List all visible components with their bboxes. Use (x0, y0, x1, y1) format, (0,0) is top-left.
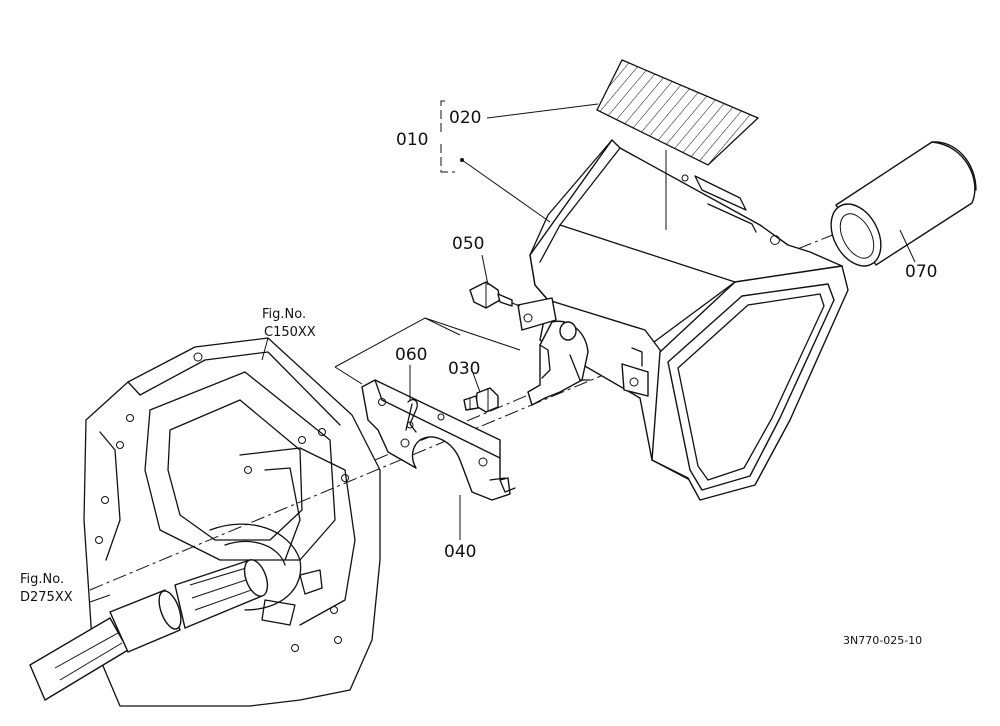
part-labels: 010 020 050 060 030 040 070 (395, 108, 937, 562)
label-050: 050 (452, 234, 484, 254)
bracket-040 (361, 379, 516, 501)
figref-c150-code: C150XX (264, 325, 316, 340)
subassembly-outline (334, 317, 521, 385)
figure-references: Fig.No. C150XX Fig.No. D275XX (20, 307, 316, 605)
label-060: 060 (395, 345, 427, 365)
figref-d275-title: Fig.No. (20, 572, 64, 587)
bolt-030 (463, 387, 499, 413)
label-070: 070 (905, 262, 937, 282)
drawing-code: 3N770-025-10 (843, 634, 922, 647)
tube-070 (830, 141, 977, 267)
label-040: 040 (444, 542, 476, 562)
decal-020 (596, 59, 760, 166)
label-020: 020 (449, 108, 481, 128)
bolt-050 (469, 281, 521, 309)
leader-lines (89, 103, 916, 603)
label-030: 030 (448, 359, 480, 379)
figref-c150-title: Fig.No. (262, 307, 306, 322)
clip-pin-060 (405, 398, 418, 433)
pto-shield-cover (517, 139, 849, 501)
figref-d275-code: D275XX (20, 590, 73, 605)
pto-shaft (29, 559, 269, 701)
label-010: 010 (396, 130, 428, 150)
bracket-010 (440, 100, 455, 173)
